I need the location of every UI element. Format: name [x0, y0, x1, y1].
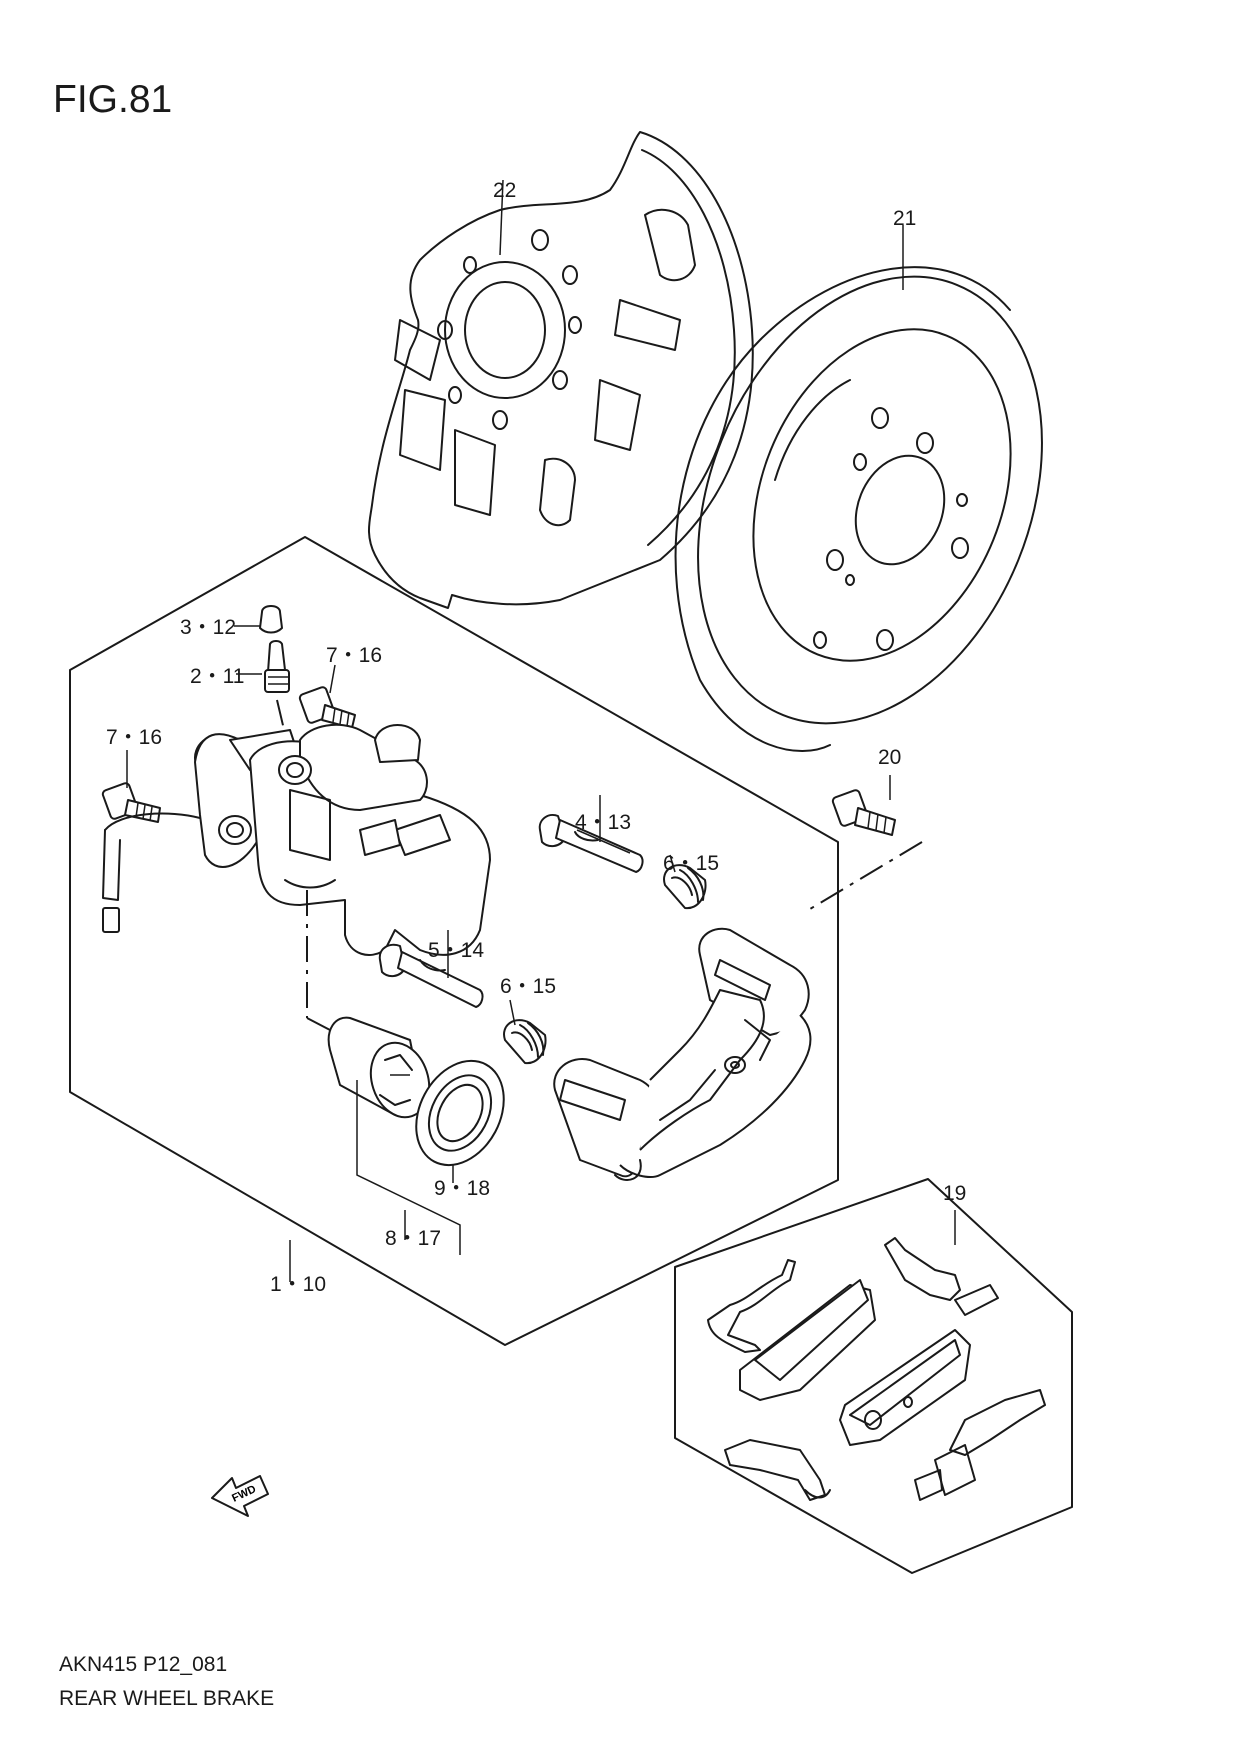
part-8-17-piston [327, 1016, 431, 1119]
callout-1-10: 1・10 [270, 1273, 327, 1296]
callout-leaders [289, 1080, 461, 1282]
part-20-bracket-bolt [804, 775, 923, 913]
part-9-18-piston-seal [415, 1059, 505, 1183]
part-5-14-guide-pin [378, 930, 484, 1008]
fwd-arrow-icon: FWD [211, 1475, 269, 1517]
callout-3-12: 3・12 [180, 616, 237, 639]
callout-21: 21 [893, 207, 917, 230]
footer-code: AKN415 P12_081 [59, 1653, 228, 1676]
part-2-11-bleeder-screw [236, 640, 291, 756]
part-4-13-guide-pin [538, 795, 644, 873]
figure-title: FIG.81 [53, 78, 173, 121]
part-21-brake-disc [674, 225, 1043, 752]
part-1-10-caliper-body [102, 723, 491, 1031]
part-6-15-boot-lower [503, 999, 547, 1065]
callout-6-15-lower: 6・15 [500, 975, 557, 998]
callout-6-15-upper: 6・15 [663, 852, 720, 875]
callout-2-11: 2・11 [190, 665, 245, 688]
callout-19: 19 [943, 1182, 967, 1205]
callout-8-17: 8・17 [385, 1227, 442, 1250]
part-6-15-boot-upper [663, 854, 707, 910]
callout-9-18: 9・18 [434, 1177, 491, 1200]
caliper-bracket [553, 927, 812, 1181]
callout-4-13: 4・13 [575, 811, 632, 834]
part-3-12-bleeder-cap [234, 605, 283, 634]
footer-caption: REAR WHEEL BRAKE [59, 1687, 275, 1710]
part-22-brake-dust-shield [368, 131, 754, 609]
part-19-brake-pad-set [674, 1178, 1073, 1574]
callout-7-16-upper: 7・16 [326, 644, 383, 667]
caliper-assembly-frame [69, 536, 839, 1346]
callout-20: 20 [878, 746, 902, 769]
callout-5-14: 5・14 [428, 939, 485, 962]
part-7-16-bolt-upper [298, 664, 356, 729]
callout-7-16-lower: 7・16 [106, 726, 163, 749]
callout-22: 22 [493, 179, 517, 202]
part-7-16-bolt-lower [101, 750, 161, 823]
